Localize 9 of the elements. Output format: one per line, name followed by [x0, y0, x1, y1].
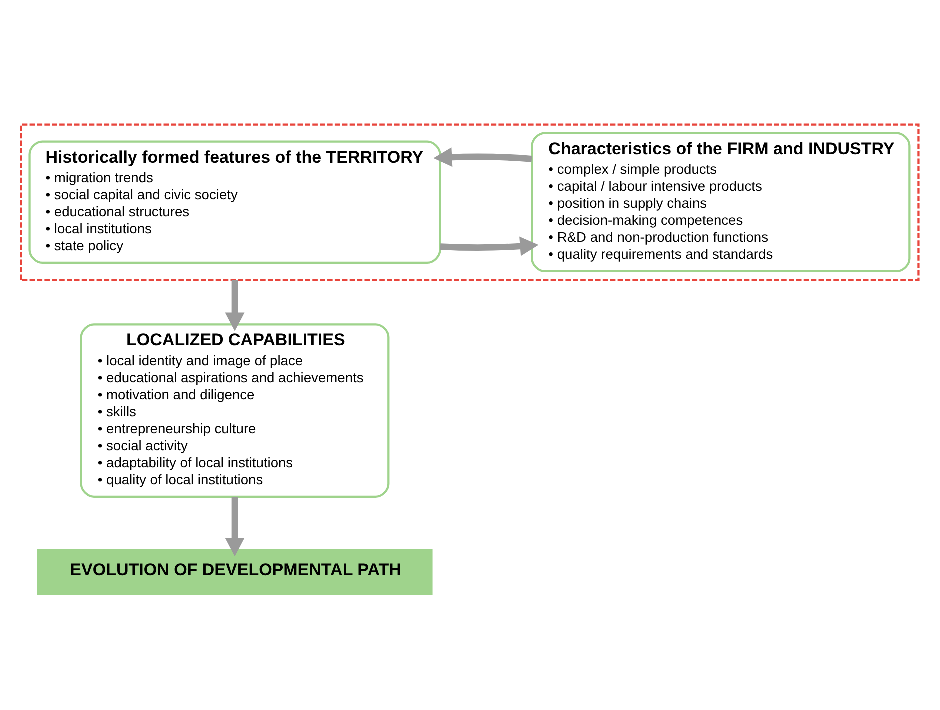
arrow	[440, 236, 539, 256]
node-box: Characteristics of the FIRM and INDUSTRY • complex / simple products • capital / labour intensive products • position in supply chains • decision-making competences • R&D and non-production functions • quality requirements and standards	[531, 132, 911, 272]
node-box: EVOLUTION OF DEVELOPMENTAL PATH	[37, 549, 433, 595]
node-box: LOCALIZED CAPABILITIES • local identity and image of place • educational aspirations and achievements • motivation and diligence • skills • entrepreneurship culture • social activity • adaptability of local institutions • quality of local institutions	[80, 323, 390, 498]
node-box: Historically formed features of the TERRITORY • migration trends • social capital and civic society • educational structures • local institutions • state policy	[28, 140, 442, 264]
arrow	[225, 496, 245, 556]
arrow	[225, 280, 245, 331]
arrow	[434, 147, 532, 167]
cluster	[20, 123, 920, 281]
